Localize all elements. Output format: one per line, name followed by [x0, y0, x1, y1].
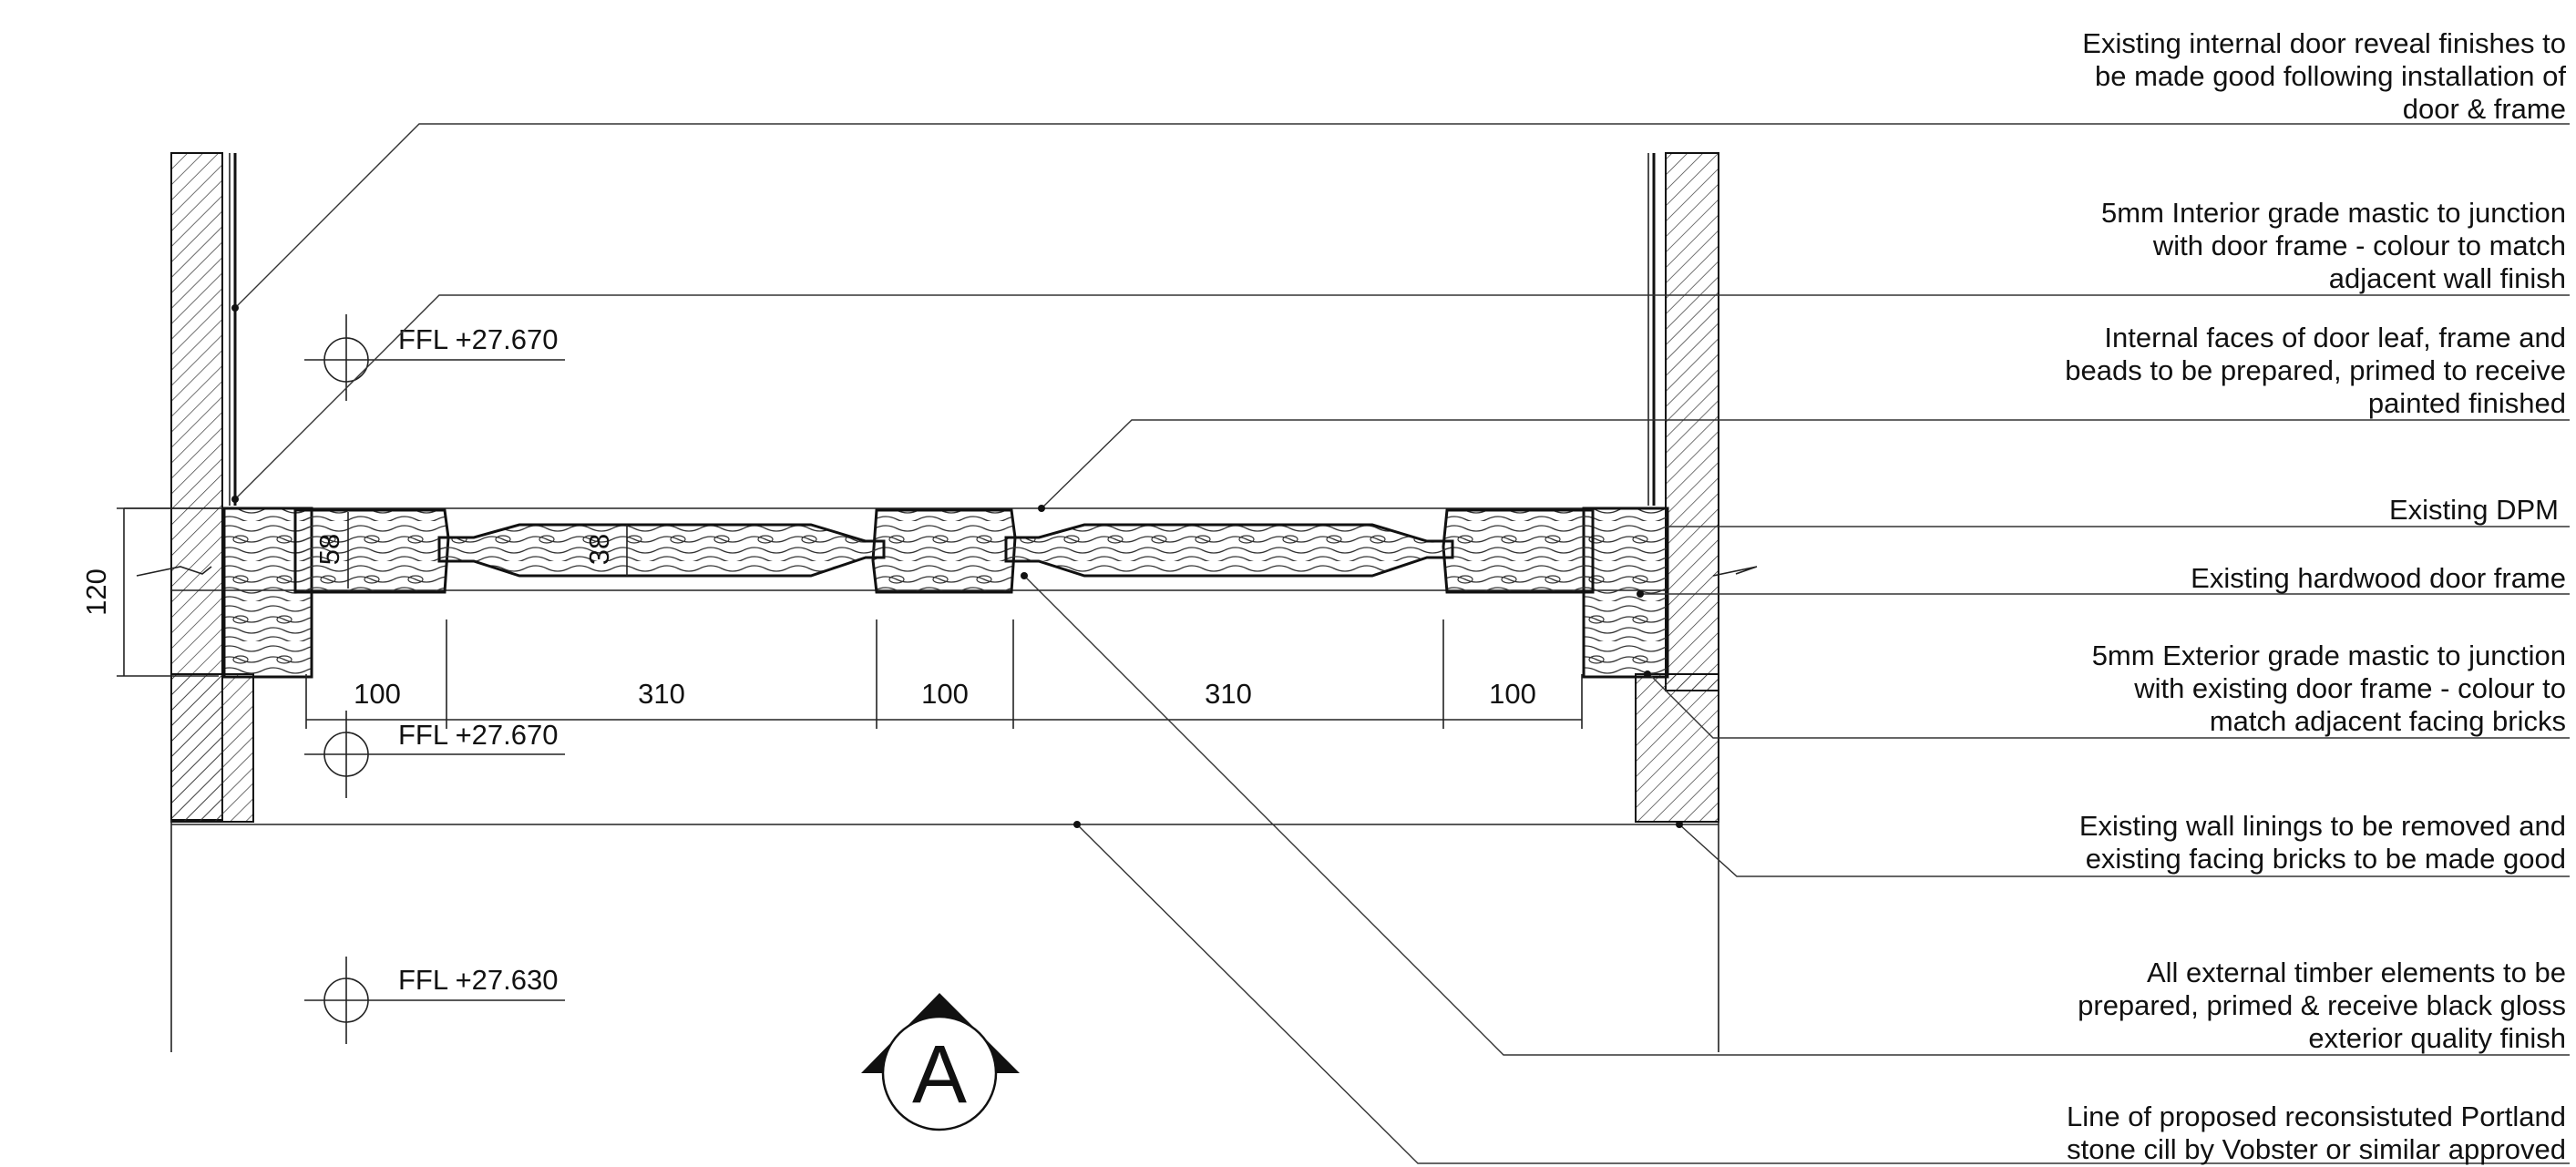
right-wall — [1635, 152, 1719, 1052]
note-wall-linings: Existing wall linings to be removed and … — [2079, 810, 2566, 875]
svg-text:be made good following install: be made good following installation of — [2095, 60, 2566, 92]
dimension-panel-depth: 38 — [583, 534, 615, 565]
note-hardwood-frame: Existing hardwood door frame — [2191, 562, 2566, 594]
note-external-timber: All external timber elements to be prepa… — [2078, 957, 2566, 1054]
door-panel-left — [437, 523, 886, 578]
svg-text:Existing DPM: Existing DPM — [2389, 494, 2559, 526]
note-existing-dpm: Existing DPM — [2389, 494, 2559, 526]
dimension-overall-height: 120 — [80, 568, 112, 616]
level-label-3: FFL +27.630 — [398, 964, 559, 996]
svg-text:painted finished: painted finished — [2368, 387, 2566, 419]
svg-text:Internal faces of door leaf, f: Internal faces of door leaf, frame and — [2104, 322, 2566, 353]
door-frame-right — [1582, 507, 1669, 679]
svg-text:5mm Exterior grade mastic to j: 5mm Exterior grade mastic to junction — [2092, 640, 2566, 671]
dimension-stile-depth: 58 — [313, 534, 345, 565]
svg-text:beads to be prepared, primed t: beads to be prepared, primed to receive — [2065, 354, 2566, 386]
svg-text:door & frame: door & frame — [2403, 93, 2566, 125]
svg-text:Existing hardwood door frame: Existing hardwood door frame — [2191, 562, 2566, 594]
svg-text:Line of proposed reconsistuted: Line of proposed reconsistuted Portland — [2067, 1100, 2566, 1132]
level-marker-1 — [304, 314, 565, 401]
door-stile-left — [293, 508, 450, 594]
svg-text:with door frame - colour to ma: with door frame - colour to match — [2152, 230, 2566, 261]
section-marker-label: A — [912, 1029, 967, 1121]
overall-height-dimension — [117, 507, 219, 677]
dimension-panel-left: 310 — [638, 678, 685, 710]
svg-text:Existing wall linings to be re: Existing wall linings to be removed and — [2079, 810, 2566, 842]
svg-text:adjacent wall finish: adjacent wall finish — [2329, 262, 2566, 294]
svg-text:existing facing bricks to be m: existing facing bricks to be made good — [2086, 843, 2566, 875]
note-internal-faces: Internal faces of door leaf, frame and b… — [2065, 322, 2566, 419]
section-marker — [861, 993, 1020, 1131]
svg-text:prepared, primed & receive bla: prepared, primed & receive black gloss — [2078, 989, 2566, 1021]
note-internal-reveal: Existing internal door reveal finishes t… — [2082, 27, 2566, 125]
svg-text:match adjacent facing bricks: match adjacent facing bricks — [2210, 705, 2566, 737]
door-panel-right — [1004, 523, 1454, 578]
svg-text:5mm Interior grade mastic to j: 5mm Interior grade mastic to junction — [2101, 197, 2566, 229]
bottom-dimension-line — [305, 619, 1583, 729]
dimension-centre-stile: 100 — [921, 678, 969, 710]
level-marker-3 — [304, 957, 565, 1044]
note-interior-mastic: 5mm Interior grade mastic to junction wi… — [2101, 197, 2566, 294]
note-stone-cill: Line of proposed reconsistuted Portland … — [2067, 1100, 2566, 1165]
level-label-1: FFL +27.670 — [398, 323, 559, 355]
door-stile-centre — [871, 508, 1017, 594]
level-marker-2 — [304, 711, 565, 798]
level-label-2: FFL +27.670 — [398, 719, 559, 751]
svg-text:All external timber elements t: All external timber elements to be — [2147, 957, 2566, 988]
door-stile-right — [1442, 508, 1595, 594]
dimension-leaf-margin-left: 100 — [354, 678, 401, 710]
svg-text:with existing door frame - col: with existing door frame - colour to — [2133, 672, 2566, 704]
left-wall — [170, 152, 254, 1052]
svg-text:stone cill by Vobster or simil: stone cill by Vobster or similar approve… — [2067, 1133, 2566, 1165]
svg-text:exterior quality finish: exterior quality finish — [2308, 1022, 2566, 1054]
svg-text:Existing internal door reveal: Existing internal door reveal finishes t… — [2082, 27, 2566, 59]
dimension-panel-right: 310 — [1205, 678, 1252, 710]
dimension-leaf-margin-right: 100 — [1489, 678, 1536, 710]
note-exterior-mastic: 5mm Exterior grade mastic to junction wi… — [2092, 640, 2566, 737]
leader-lines — [231, 123, 2570, 1164]
